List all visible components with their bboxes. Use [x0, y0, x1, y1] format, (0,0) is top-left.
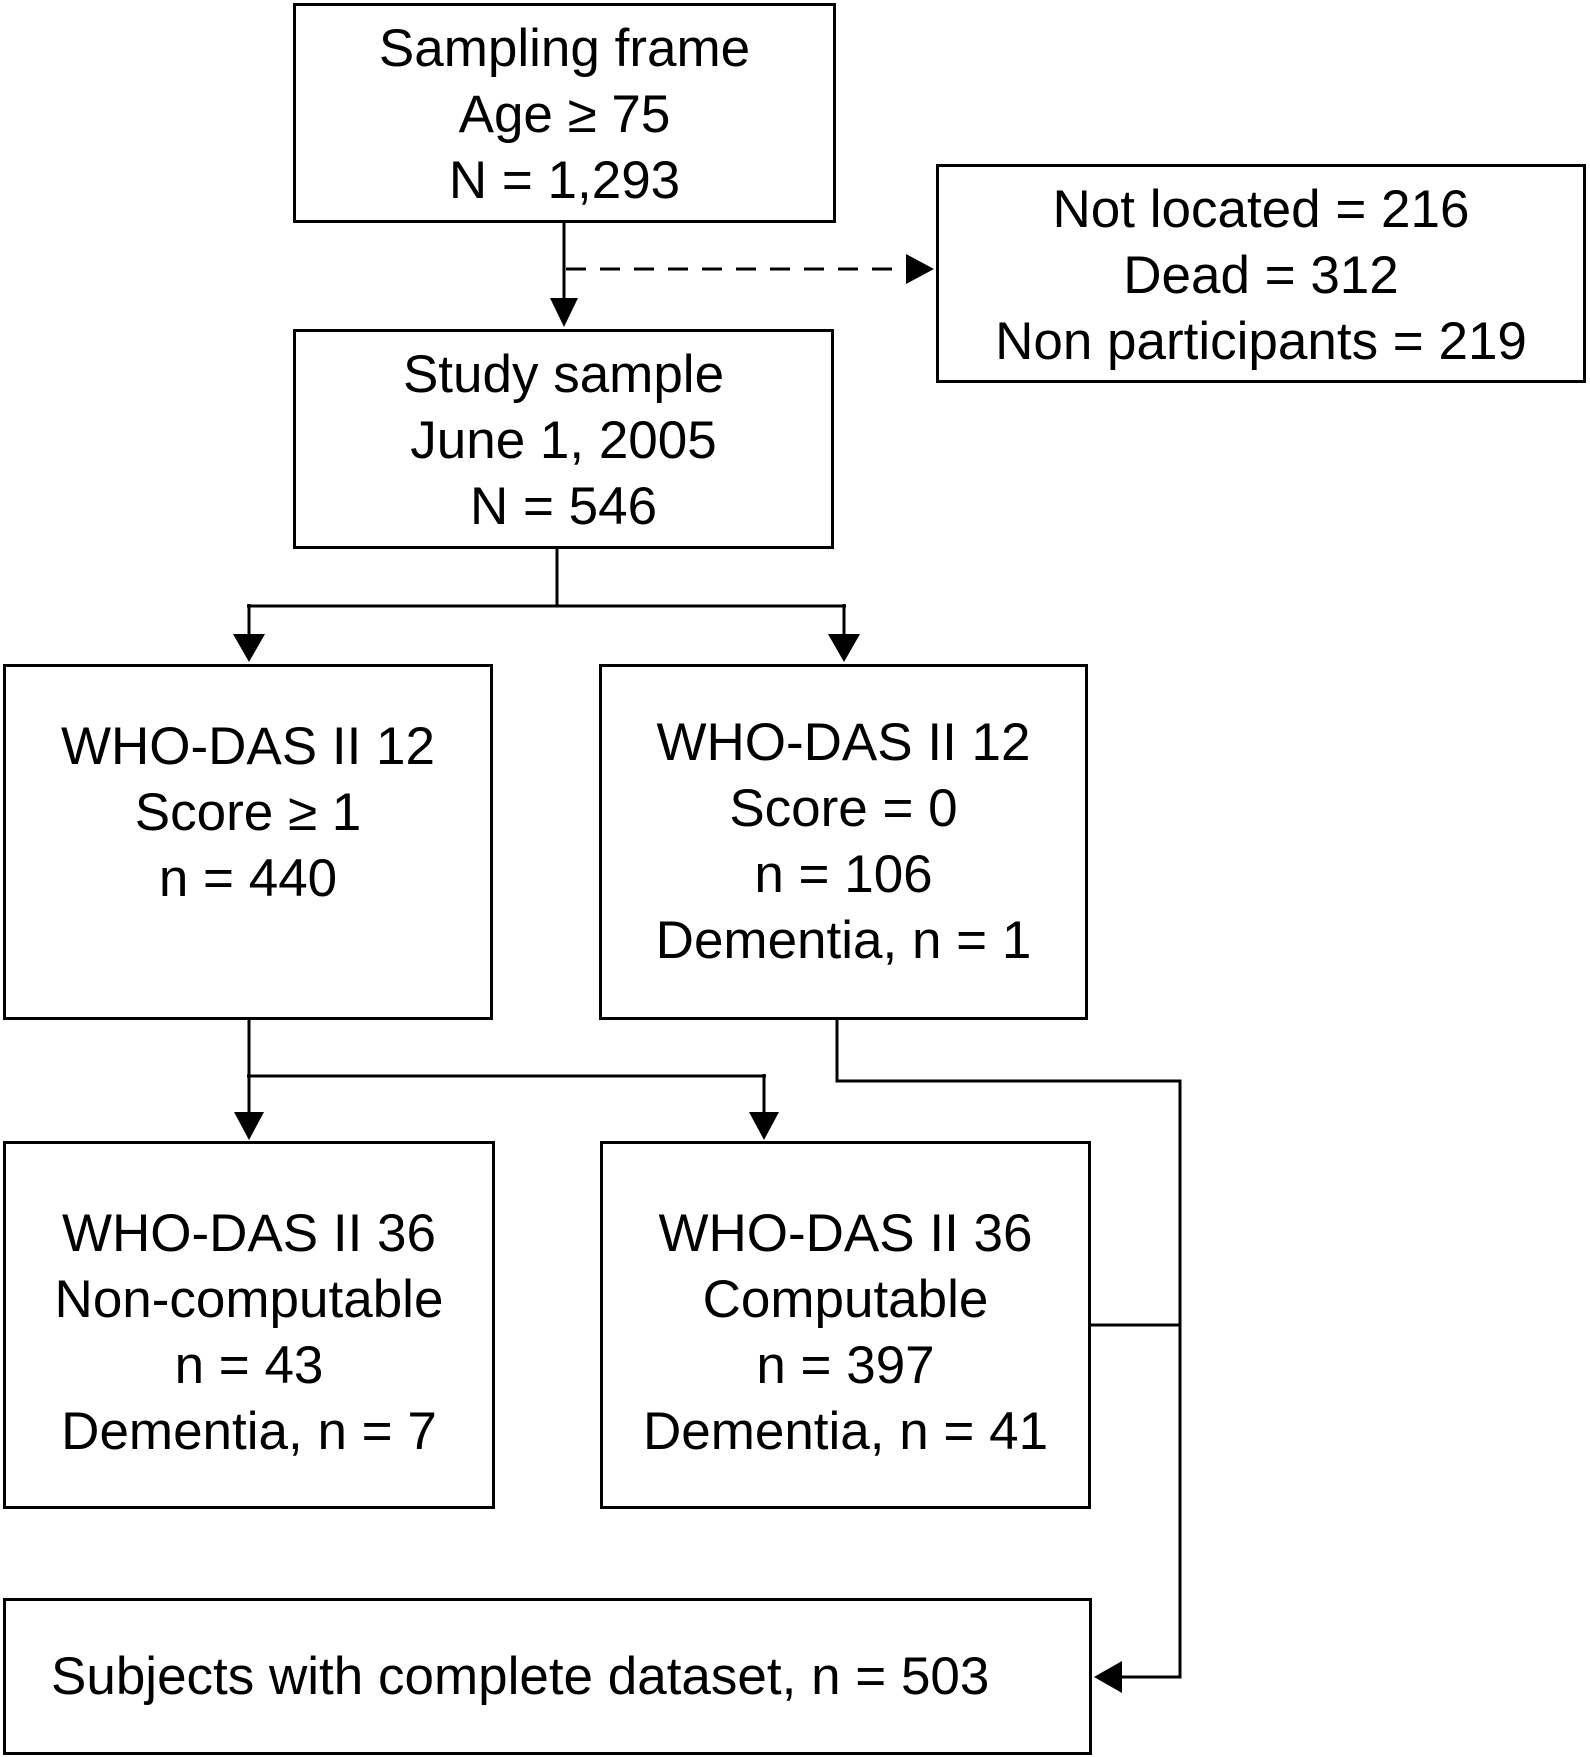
das12-positive-score: Score ≥ 1	[134, 783, 362, 842]
complete-dataset-label: Subjects with complete dataset, n = 503	[51, 1646, 990, 1706]
das36-computable-box: WHO-DAS II 36 Computable n = 397 Dementi…	[600, 1141, 1091, 1509]
study-sample-box: Study sample June 1, 2005 N = 546	[293, 329, 834, 549]
das36-computable-title: WHO-DAS II 36	[658, 1204, 1033, 1263]
das36-noncomputable-dementia: Dementia, n = 7	[61, 1402, 437, 1461]
das12-zero-title: WHO-DAS II 12	[656, 713, 1031, 772]
arrowhead-study	[550, 298, 578, 327]
das36-computable-label: Computable	[702, 1270, 989, 1329]
excluded-non-participants: Non participants = 219	[995, 312, 1527, 371]
das12-zero-box: WHO-DAS II 12 Score = 0 n = 106 Dementia…	[599, 664, 1088, 1020]
sampling-frame-count: N = 1,293	[448, 151, 681, 210]
arrowhead-complete	[1094, 1661, 1122, 1693]
das12-positive-count: n = 440	[158, 849, 338, 908]
arrowhead-das12-pos	[233, 634, 265, 662]
study-sample-title: Study sample	[402, 345, 725, 404]
arrowhead-excluded	[906, 254, 934, 284]
complete-dataset-box: Subjects with complete dataset, n = 503	[3, 1598, 1092, 1755]
sampling-frame-title: Sampling frame	[378, 19, 751, 78]
sampling-frame-box: Sampling frame Age ≥ 75 N = 1,293	[293, 3, 836, 223]
excluded-box: Not located = 216 Dead = 312 Non partici…	[936, 164, 1586, 383]
das12-zero-dementia: Dementia, n = 1	[655, 911, 1032, 970]
arrowhead-das12-zero	[828, 634, 860, 662]
das12-positive-box: WHO-DAS II 12 Score ≥ 1 n = 440	[3, 664, 493, 1020]
das36-noncomputable-title: WHO-DAS II 36	[61, 1204, 436, 1263]
study-sample-date: June 1, 2005	[410, 411, 717, 470]
connector-das12zero-to-complete	[835, 1020, 1182, 1679]
sampling-frame-age: Age ≥ 75	[458, 85, 671, 144]
das36-computable-count: n = 397	[756, 1336, 935, 1395]
arrowhead-das36-c	[749, 1112, 779, 1140]
das36-noncomputable-label: Non-computable	[54, 1270, 444, 1329]
das36-noncomputable-box: WHO-DAS II 36 Non-computable n = 43 Deme…	[3, 1141, 495, 1509]
study-sample-count: N = 546	[469, 477, 658, 536]
excluded-not-located: Not located = 216	[1052, 180, 1470, 239]
das12-positive-title: WHO-DAS II 12	[60, 717, 435, 776]
das36-noncomputable-count: n = 43	[174, 1336, 324, 1395]
das36-computable-dementia: Dementia, n = 41	[642, 1402, 1049, 1461]
excluded-dead: Dead = 312	[1123, 246, 1399, 305]
das12-zero-count: n = 106	[754, 845, 933, 904]
das12-zero-score: Score = 0	[729, 779, 958, 838]
arrowhead-das36-nc	[234, 1112, 264, 1140]
